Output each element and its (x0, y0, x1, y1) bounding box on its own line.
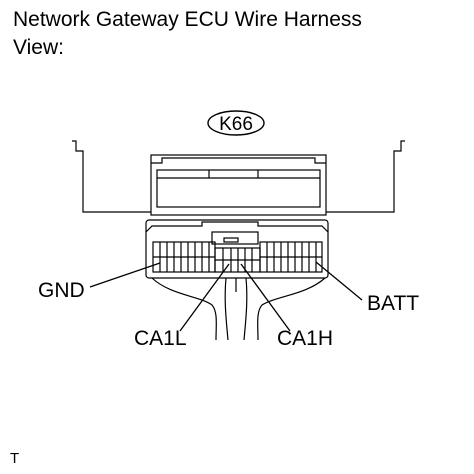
batt-leader-line (315, 261, 363, 301)
diagram-title: Network Gateway ECU Wire Harness View: (13, 6, 453, 62)
ca1h-leader-line (240, 263, 291, 332)
batt-terminal-label: BATT (367, 292, 420, 315)
connector-id-badge: K66 (207, 110, 265, 136)
title-line-2: View: (13, 36, 64, 59)
wire-bundle (151, 277, 326, 341)
title-line-1: Network Gateway ECU Wire Harness (13, 8, 362, 31)
connector-id: K66 (219, 114, 253, 135)
leader-lines (89, 261, 363, 332)
gnd-leader-line (89, 262, 161, 288)
upper-connector (150, 154, 327, 216)
harness-connector (145, 219, 329, 279)
gnd-terminal-label: GND (38, 279, 85, 302)
ca1l-terminal-label: CA1L (134, 327, 187, 350)
harness-bracket (72, 140, 405, 213)
ca1l-leader-line (179, 263, 230, 332)
footer-code: T (10, 450, 20, 467)
ca1h-terminal-label: CA1H (277, 327, 334, 350)
